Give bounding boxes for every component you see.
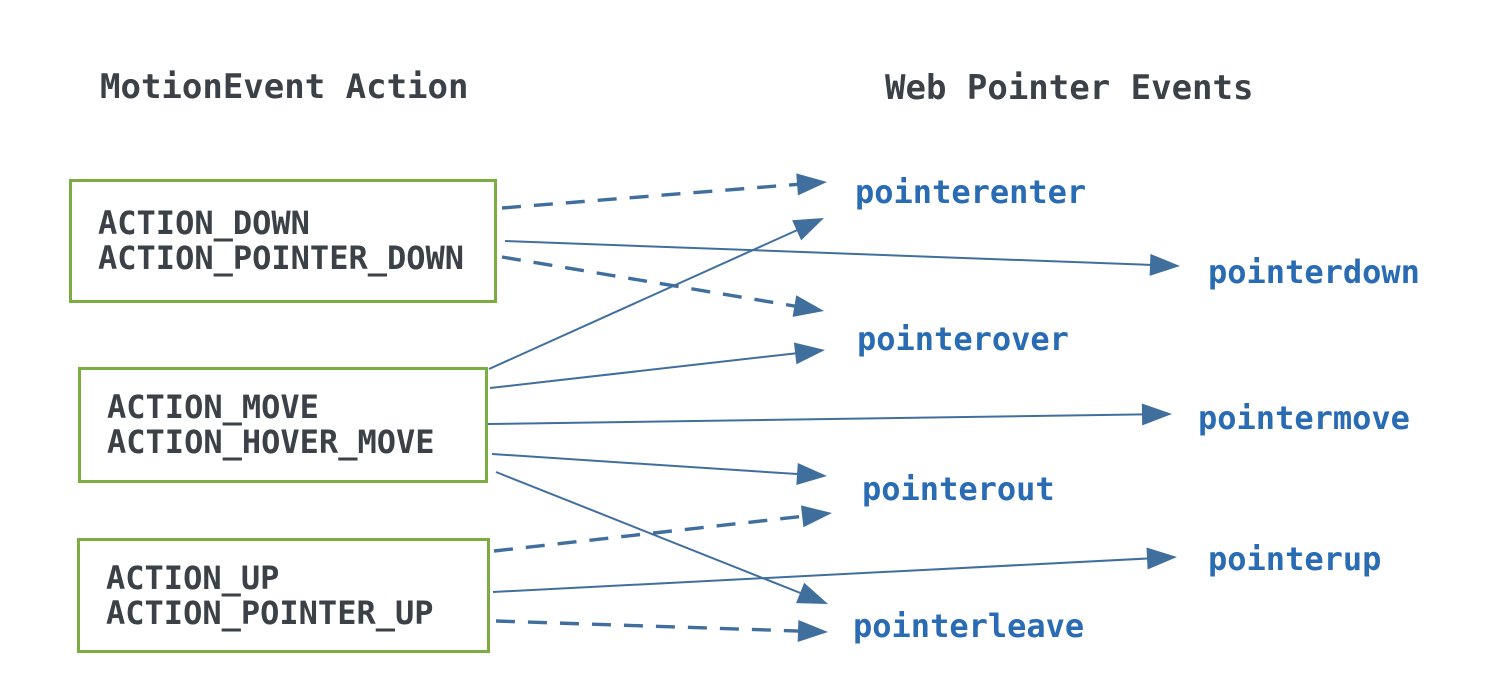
action-label-action-move: ACTION_MOVE [107,388,319,426]
action-label-action-pointer-down: ACTION_POINTER_DOWN [98,239,465,277]
arrow-line-down-to-pointerdown [504,240,1157,267]
column-header-motionevent-action: MotionEvent Action [100,67,469,107]
arrowhead-move-to-pointerover [793,342,825,365]
arrow-line-up-to-pointerleave [495,619,805,633]
arrowhead-move-to-pointerleave [796,582,828,604]
arrowhead-down-to-pointerenter [796,173,827,196]
arrowhead-up-to-pointerout [800,505,832,528]
arrow-line-move-to-pointerover [489,351,802,389]
arrowhead-move-to-pointerenter [792,218,824,241]
event-label-pointerdown: pointerdown [1208,253,1420,291]
action-label-action-pointer-up: ACTION_POINTER_UP [106,593,434,632]
action-box-move: ACTION_MOVE ACTION_HOVER_MOVE [78,367,488,483]
event-label-pointermove: pointermove [1198,399,1410,437]
action-box-up: ACTION_UP ACTION_POINTER_UP [77,538,490,653]
event-label-pointerout: pointerout [862,470,1055,508]
arrow-line-move-to-pointermove [487,413,1149,425]
arrowhead-move-to-pointermove [1141,403,1172,426]
arrow-line-up-to-pointerout [493,513,809,553]
event-label-pointerup: pointerup [1208,540,1382,578]
arrow-line-move-to-pointerout [491,453,804,476]
arrow-line-move-to-pointerenter [488,226,803,370]
arrowhead-up-to-pointerleave [797,620,828,643]
arrow-line-up-to-pointerup [492,557,1154,593]
arrow-line-move-to-pointerleave [495,471,807,597]
action-label-action-up: ACTION_UP [106,558,280,597]
event-label-pointerleave: pointerleave [853,607,1085,645]
action-label-action-down: ACTION_DOWN [98,204,310,242]
arrow-line-down-to-pointerover [501,255,801,309]
column-header-web-pointer-events: Web Pointer Events [885,68,1254,108]
action-box-down: ACTION_DOWN ACTION_POINTER_DOWN [69,179,497,303]
action-label-action-hover-move: ACTION_HOVER_MOVE [107,423,435,461]
arrowhead-down-to-pointerdown [1149,253,1180,276]
event-label-pointerover: pointerover [857,320,1069,358]
event-label-pointerenter: pointerenter [855,173,1087,211]
arrowhead-move-to-pointerout [796,463,827,486]
arrow-line-down-to-pointerenter [501,182,804,210]
arrowhead-down-to-pointerover [792,295,824,317]
arrowhead-up-to-pointerup [1146,547,1177,570]
